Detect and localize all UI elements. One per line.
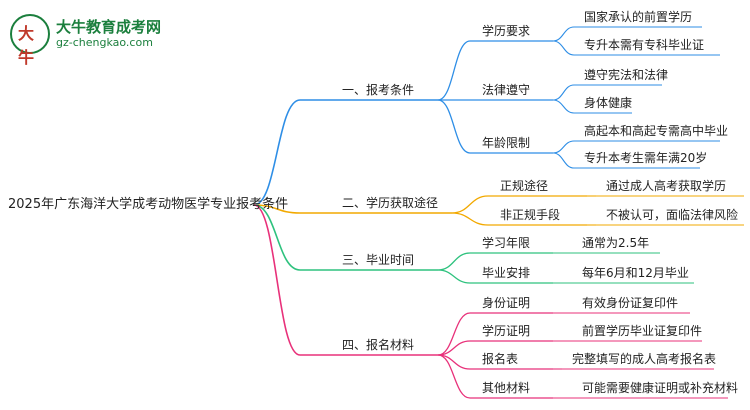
connector-line [437, 269, 471, 284]
connector-line [451, 212, 489, 226]
leaf-label: 通过成人高考获取学历 [606, 179, 727, 193]
connector-line [437, 40, 471, 101]
connector-line [552, 26, 575, 42]
connector-line [552, 152, 575, 169]
connector-line [451, 195, 489, 214]
branch-2-child-label: 非正规手段 [500, 208, 561, 222]
connector-line [253, 204, 301, 214]
logo-title: 大牛教育成考网 [56, 18, 162, 36]
branch-1-child-label: 年龄限制 [482, 136, 531, 150]
branch-4-child-label: 其他材料 [482, 381, 531, 395]
leaf-label: 高起本和高起专需高中毕业 [584, 124, 729, 138]
branch-3-child-label: 学习年限 [482, 236, 531, 250]
logo-mark: 大牛 [18, 24, 35, 67]
leaf-label: 有效身份证复印件 [582, 296, 679, 310]
connector-line [552, 140, 575, 154]
root-topic: 2025年广东海洋大学成考动物医学专业报考条件 [8, 197, 289, 212]
connector-line [552, 99, 575, 114]
logo-badge-icon: 大牛 [10, 14, 50, 67]
connector-line [253, 99, 301, 206]
branch-1-label: 一、报考条件 [342, 83, 415, 97]
leaf-label: 专升本考生需年满20岁 [584, 151, 708, 165]
branch-4-child-label: 身份证明 [482, 296, 531, 310]
connector-line [437, 340, 471, 356]
leaf-label: 每年6月和12月毕业 [582, 266, 689, 280]
leaf-label: 通常为2.5年 [582, 236, 650, 250]
leaf-label: 前置学历毕业证复印件 [582, 324, 703, 338]
logo-url: gz-chengkao.com [56, 36, 153, 49]
leaf-label: 完整填写的成人高考报名表 [572, 352, 717, 366]
connector-line [552, 40, 575, 56]
connector-line [437, 99, 471, 154]
branch-3-child-label: 毕业安排 [482, 266, 531, 280]
leaf-label: 身体健康 [584, 96, 633, 110]
branch-1-child-label: 学历要求 [482, 24, 531, 38]
branch-3-label: 三、毕业时间 [342, 253, 415, 267]
branch-2-child-label: 正规途径 [500, 179, 549, 193]
connector-line [437, 312, 471, 356]
connector-line [437, 354, 471, 399]
branch-4-child-label: 报名表 [482, 352, 519, 366]
connector-line [437, 252, 471, 271]
leaf-label: 专升本需有专科毕业证 [584, 38, 705, 52]
connector-line [253, 204, 301, 356]
site-logo: 大牛 大牛教育成考网 gz-chengkao.com [10, 14, 170, 67]
branch-4-child-label: 学历证明 [482, 324, 531, 338]
connector-line [552, 84, 575, 101]
connector-line [253, 204, 301, 271]
leaf-label: 可能需要健康证明或补充材料 [582, 381, 739, 395]
branch-1-child-label: 法律遵守 [482, 83, 531, 97]
leaf-label: 遵守宪法和法律 [584, 68, 669, 82]
leaf-label: 国家承认的前置学历 [584, 10, 693, 24]
leaf-label: 不被认可，面临法律风险 [606, 208, 739, 222]
branch-2-label: 二、学历获取途径 [342, 196, 439, 210]
branch-4-label: 四、报名材料 [342, 338, 415, 352]
